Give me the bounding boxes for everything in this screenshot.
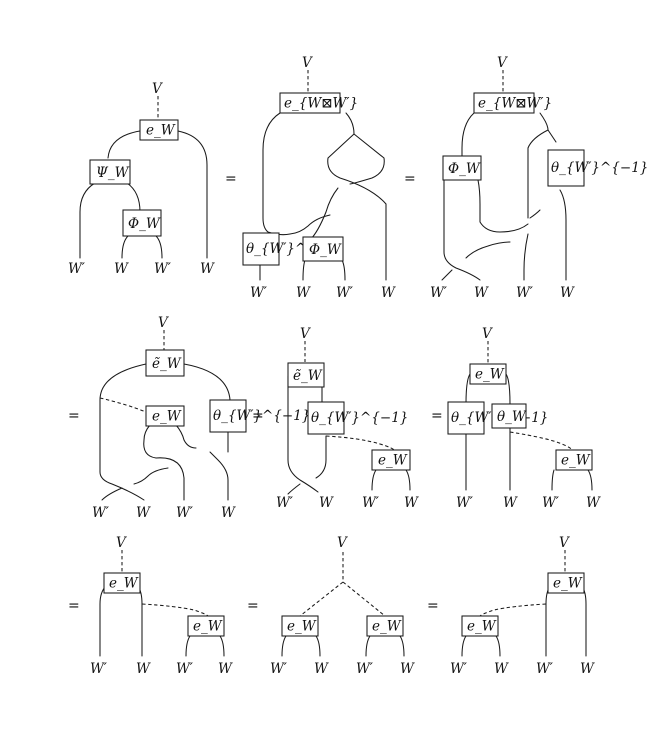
equals-sign: = (427, 598, 439, 614)
equals-sign: = (431, 408, 443, 424)
wire-label: W′ (362, 495, 379, 511)
box-label: e_{W⊠W′} (284, 96, 358, 112)
box-label: e_W (287, 619, 317, 635)
diagram-8: e_W e_W V W′ W W′ W (270, 535, 415, 677)
box-label: ẽ_W (293, 368, 323, 384)
wire-label: W (381, 285, 396, 301)
wire-label: V (300, 326, 311, 342)
box-label: e_W (152, 409, 182, 425)
wire-label: V (482, 326, 493, 342)
wire-label: W′ (356, 661, 373, 677)
wire-label: W′ (516, 285, 533, 301)
wire-label: V (302, 55, 313, 71)
box-label: θ_W (497, 409, 527, 425)
box-label: e_W (561, 453, 591, 469)
box-label: ẽ_W (152, 356, 182, 372)
diagram-6: e_W θ_{W′}^{−1} θ_W e_W V W′ W W′ W (447, 326, 601, 511)
wire-label: W (114, 261, 129, 277)
wire-label: W′ (176, 505, 193, 521)
equals-sign: = (68, 598, 80, 614)
box-label: e_W (467, 619, 497, 635)
wire-label: W′ (336, 285, 353, 301)
box-label: e_W (372, 619, 402, 635)
box-label: e_W (378, 453, 408, 469)
wire-label: W′ (176, 661, 193, 677)
wire-label: W (296, 285, 311, 301)
box-label: Φ_W (448, 161, 481, 177)
wire-label: V (152, 81, 163, 97)
wire-label: W′ (90, 661, 107, 677)
wire-label: V (158, 315, 169, 331)
equals-sign: = (225, 171, 237, 187)
wire-label: W (319, 495, 334, 511)
diagram-5: ẽ_W θ_{W′}^{−1} e_W V W′ W W′ W (276, 326, 419, 511)
box-label: e_W (553, 576, 583, 592)
box-label: Ψ_W (96, 165, 130, 181)
wire-label: W′ (250, 285, 267, 301)
equals-sign: = (404, 171, 416, 187)
diagram-2: e_{W⊠W′} θ_{W′}^{−1} Φ_W V W′ W W′ W (242, 55, 396, 301)
wire-label: W (218, 661, 233, 677)
wire-label: W (503, 495, 518, 511)
wire-label: W (560, 285, 575, 301)
equals-sign: = (247, 598, 259, 614)
box-label: e_W (146, 123, 176, 139)
wire-label: W′ (154, 261, 171, 277)
box-label: θ_{W′}^{−1} (311, 410, 408, 426)
wire-label: W′ (430, 285, 447, 301)
diagram-7: e_W e_W V W′ W W′ W (90, 535, 233, 677)
wire-label: W (314, 661, 329, 677)
wire-label: W (200, 261, 215, 277)
box-label: Φ_W (128, 216, 161, 232)
wire-label: W′ (270, 661, 287, 677)
wire-label: W′ (536, 661, 553, 677)
equals-sign: = (252, 408, 264, 424)
wire-label: W′ (450, 661, 467, 677)
wire-label: V (497, 55, 508, 71)
wire-label: W (136, 661, 151, 677)
wire-label: W (404, 495, 419, 511)
wire-label: V (116, 535, 127, 551)
diagram-9: e_W e_W V W′ W W′ W (450, 535, 595, 677)
wire-label: W′ (68, 261, 85, 277)
wire-label: W (474, 285, 489, 301)
wire-label: W′ (456, 495, 473, 511)
wire-label: W (494, 661, 509, 677)
box-label: Φ_W (309, 242, 342, 258)
wire-label: W (136, 505, 151, 521)
wire-label: V (559, 535, 570, 551)
diagram-1: e_W Ψ_W Φ_W V W′ W W′ W (68, 81, 215, 277)
diagram-3: e_{W⊠W′} Φ_W θ_{W′}^{−1} V W′ W W′ W (430, 55, 648, 301)
wire-label: W (221, 505, 236, 521)
box-label: e_{W⊠W′} (478, 96, 552, 112)
box-label: e_W (193, 619, 223, 635)
box-label: θ_{W′}^{−1} (213, 408, 310, 424)
wire-label: V (337, 535, 348, 551)
equals-sign: = (68, 408, 80, 424)
diagram-4: ẽ_W e_W θ_{W′}^{−1} V W′ W W′ W (92, 315, 310, 521)
box-label: e_W (475, 367, 505, 383)
wire-label: W′ (542, 495, 559, 511)
wire-label: W (580, 661, 595, 677)
wire-label: W′ (92, 505, 109, 521)
box-label: θ_{W′}^{−1} (551, 160, 648, 176)
wire-label: W′ (276, 495, 293, 511)
box-label: e_W (109, 576, 139, 592)
wire-label: W (586, 495, 601, 511)
wire-label: W (400, 661, 415, 677)
